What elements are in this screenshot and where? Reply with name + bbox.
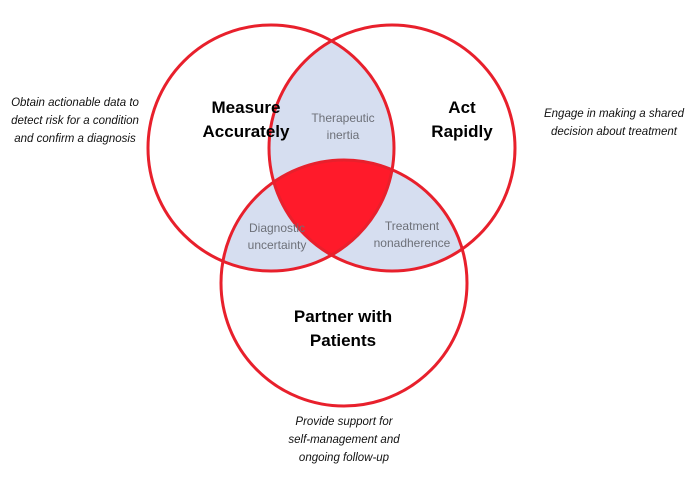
act-rapidly-title: Act Rapidly (431, 98, 493, 141)
circle-partner-with-patients (219, 158, 469, 408)
circle-measure-accurately (146, 23, 396, 273)
therapeutic-inertia-label: Therapeutic inertia (311, 111, 375, 142)
partner-description: Provide support for self-management and … (288, 416, 400, 464)
partner-with-patients-title: Partner with Patients (293, 307, 393, 350)
measure-accurately-title: Measure Accurately (202, 98, 290, 141)
overlap-measure-partner-region (221, 160, 394, 271)
treatment-nonadherence-label: Treatment nonadherence (373, 219, 451, 250)
circle-act-rapidly (267, 23, 517, 273)
act-description: Engage in making a shared decision about… (543, 108, 684, 138)
measure-description: Obtain actionable data to detect risk fo… (11, 97, 139, 145)
diagnostic-uncertainty-label: Diagnostic uncertainty (247, 221, 307, 252)
